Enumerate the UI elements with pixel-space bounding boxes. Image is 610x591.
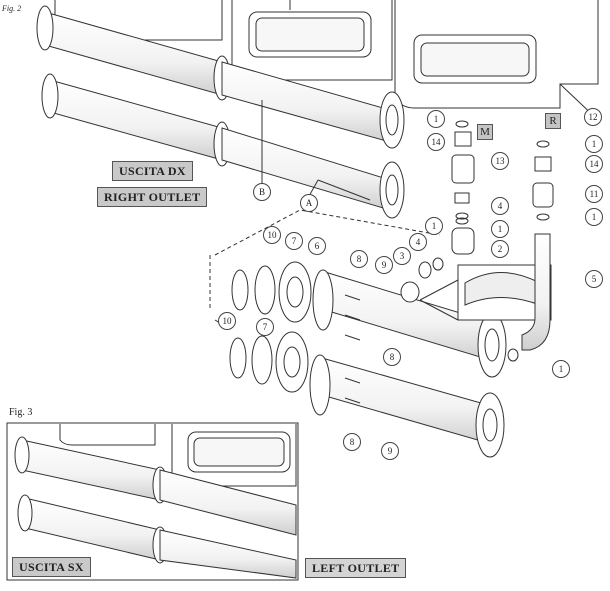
callout-11: 11 bbox=[585, 185, 603, 203]
callout-5: 5 bbox=[585, 270, 603, 288]
callout-b: B bbox=[253, 183, 271, 201]
flange-set bbox=[229, 261, 312, 393]
callout-9-upper: 9 bbox=[375, 256, 393, 274]
callout-4-center: 4 bbox=[409, 233, 427, 251]
callout-1-r2: 1 bbox=[585, 208, 603, 226]
label-left-outlet: LEFT OUTLET bbox=[305, 558, 407, 578]
callout-1-r1: 1 bbox=[585, 135, 603, 153]
callout-10-lower: 10 bbox=[218, 312, 236, 330]
header-pipe-upper-right bbox=[221, 61, 405, 149]
label-uscita-dx: USCITA DX bbox=[112, 161, 193, 181]
callout-3: 3 bbox=[393, 247, 411, 265]
callout-7-upper: 7 bbox=[285, 232, 303, 250]
callout-8-upper: 8 bbox=[350, 250, 368, 268]
fittings-column bbox=[451, 131, 554, 351]
callout-8-mid: 8 bbox=[383, 348, 401, 366]
callout-12: 12 bbox=[584, 108, 602, 126]
pipe-9-upper bbox=[312, 269, 507, 378]
label-uscita-sx: USCITA SX bbox=[12, 557, 91, 577]
fig3-frame bbox=[6, 422, 299, 581]
callout-14-left: 14 bbox=[427, 133, 445, 151]
callout-10-upper: 10 bbox=[263, 226, 281, 244]
callout-1-bottom: 1 bbox=[552, 360, 570, 378]
figure-2-title: Fig. 2 bbox=[2, 4, 22, 13]
callout-1-top: 1 bbox=[427, 110, 445, 128]
figure-3-title: Fig. 3 bbox=[9, 407, 33, 418]
letter-r: R bbox=[545, 113, 561, 129]
callout-9-lower: 9 bbox=[381, 442, 399, 460]
callout-7-lower: 7 bbox=[256, 318, 274, 336]
bolts-8 bbox=[344, 294, 361, 404]
callout-a: A bbox=[300, 194, 318, 212]
letter-m: M bbox=[477, 124, 493, 140]
header-pipe-lower-right bbox=[221, 127, 405, 219]
callout-14-right: 14 bbox=[585, 155, 603, 173]
pipe-9-lower bbox=[309, 354, 505, 458]
callout-13: 13 bbox=[491, 152, 509, 170]
callout-2: 2 bbox=[491, 240, 509, 258]
callout-8-lower: 8 bbox=[343, 433, 361, 451]
boiler-center bbox=[231, 0, 393, 81]
callout-6: 6 bbox=[308, 237, 326, 255]
label-right-outlet: RIGHT OUTLET bbox=[97, 187, 208, 207]
callout-1-mid: 1 bbox=[491, 220, 509, 238]
callout-4-right: 4 bbox=[491, 197, 509, 215]
boiler-right bbox=[394, 0, 599, 121]
callout-1-center: 1 bbox=[425, 217, 443, 235]
gaskets bbox=[400, 120, 550, 362]
